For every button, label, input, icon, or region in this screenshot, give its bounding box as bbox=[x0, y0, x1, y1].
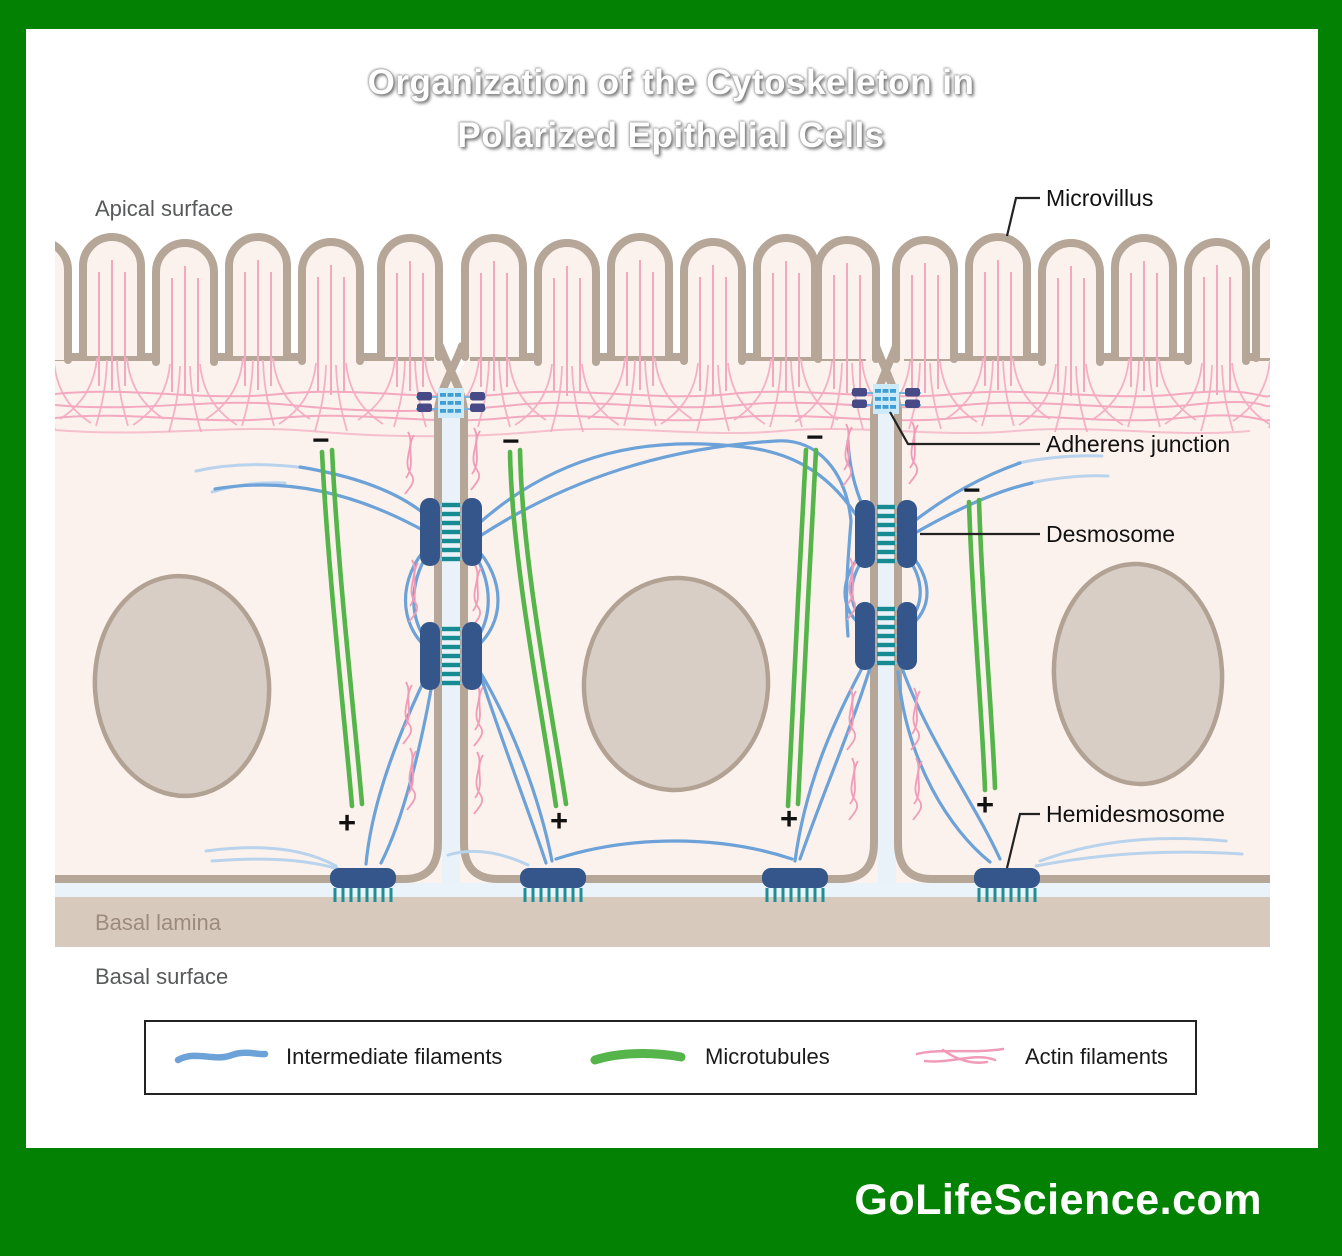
mt-minus-sign: − bbox=[806, 421, 824, 454]
nucleus bbox=[92, 573, 272, 799]
basal-lamina-label: Basal lamina bbox=[95, 910, 221, 935]
page-title: Organization of the Cytoskeleton in Pola… bbox=[0, 56, 1342, 162]
title-line-2: Polarized Epithelial Cells bbox=[457, 116, 885, 155]
terminal-web-actin bbox=[55, 390, 1270, 438]
nucleus bbox=[1051, 561, 1225, 787]
mt-minus-sign: − bbox=[312, 424, 330, 457]
mt-plus-sign: + bbox=[976, 787, 994, 822]
cell-membranes bbox=[55, 342, 1270, 883]
adherens-junction-label: Adherens junction bbox=[1046, 431, 1231, 457]
nuclei bbox=[92, 561, 1225, 799]
intermediate-filaments-faded bbox=[194, 454, 1244, 872]
mt-plus-sign: + bbox=[338, 805, 356, 840]
legend-box: Intermediate filaments Microtubules Acti… bbox=[144, 1020, 1197, 1095]
callout-lines bbox=[889, 196, 1040, 869]
legend-label: Actin filaments bbox=[1025, 1044, 1169, 1069]
mt-minus-sign: − bbox=[963, 474, 981, 507]
hemidesmosome-label: Hemidesmosome bbox=[1046, 801, 1225, 827]
actin-filament-icon bbox=[915, 1047, 1005, 1064]
mt-minus-sign: − bbox=[502, 425, 520, 458]
apical-surface-label: Apical surface bbox=[95, 196, 234, 221]
microvillus-label: Microvillus bbox=[1046, 185, 1154, 211]
mt-plus-sign: + bbox=[550, 803, 568, 838]
nucleus bbox=[581, 575, 771, 793]
legend-label: Intermediate filaments bbox=[286, 1044, 503, 1069]
watermark: GoLifeScience.com bbox=[854, 1176, 1262, 1224]
legend-item-actin-filaments: Actin filaments bbox=[915, 1022, 1168, 1092]
basal-surface-label: Basal surface bbox=[95, 964, 229, 989]
legend-item-intermediate-filaments: Intermediate filaments bbox=[174, 1022, 502, 1092]
mt-plus-sign: + bbox=[780, 801, 798, 836]
basal-lamina-band bbox=[55, 897, 1270, 947]
microtubules bbox=[319, 447, 998, 809]
legend-item-microtubules: Microtubules bbox=[590, 1022, 830, 1092]
desmosome-label: Desmosome bbox=[1046, 521, 1176, 547]
title-line-1: Organization of the Cytoskeleton in bbox=[367, 63, 975, 102]
microtubule-icon bbox=[590, 1049, 686, 1065]
legend-label: Microtubules bbox=[705, 1044, 830, 1069]
intermediate-filament-icon bbox=[174, 1049, 269, 1064]
